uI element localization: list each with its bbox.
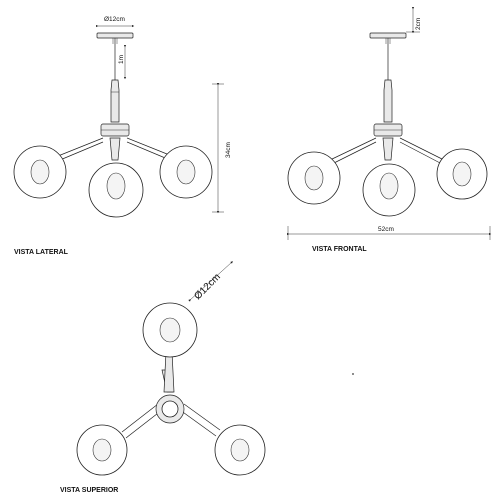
- front-view: 2cm 52cm VISTA FRONTAL: [286, 6, 492, 253]
- height-label: 34cm: [225, 142, 232, 158]
- cable-length-label: 1m: [118, 55, 125, 64]
- side-view-label: VISTA LATERAL: [14, 249, 69, 256]
- stem: [110, 79, 120, 123]
- side-view: Ø12cm 1m 34cm VISTA LATERAL: [13, 16, 232, 256]
- top-view: Ø12cm VISTA SUPERIOR: [60, 261, 355, 494]
- canopy: [369, 32, 407, 39]
- canopy-height-label: 2cm: [415, 18, 422, 30]
- front-view-label: VISTA FRONTAL: [312, 246, 367, 253]
- top-view-label: VISTA SUPERIOR: [60, 487, 118, 494]
- canopy: [96, 32, 134, 39]
- canopy-diameter-label: Ø12cm: [104, 16, 125, 23]
- globe-diameter-label: Ø12cm: [192, 272, 223, 303]
- stem: [383, 79, 393, 123]
- width-label: 52cm: [378, 226, 394, 233]
